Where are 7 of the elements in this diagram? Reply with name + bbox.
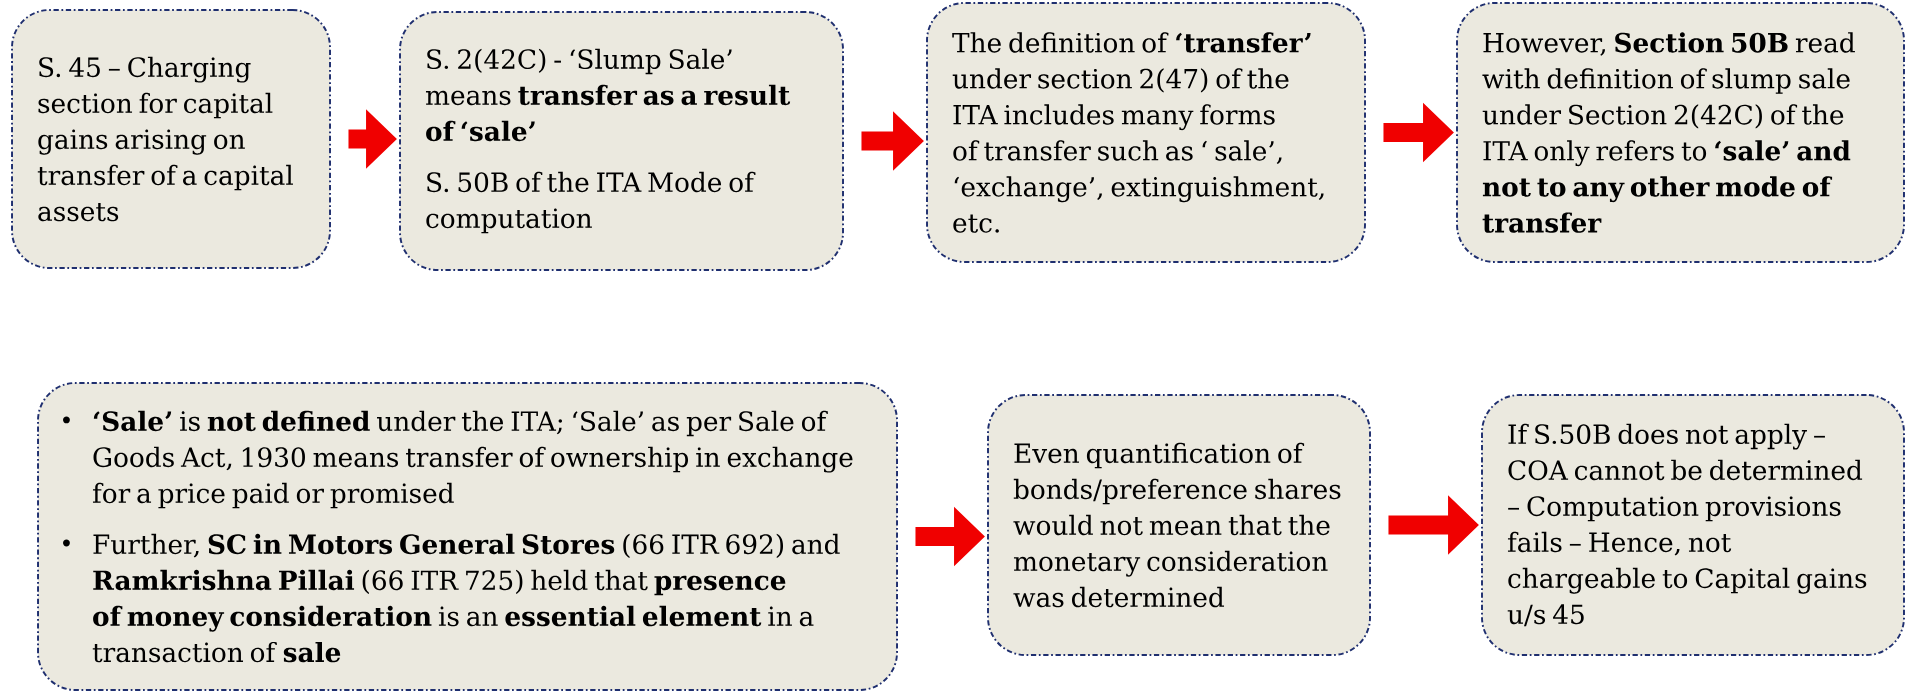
text-box: S. 45 – Charging section for capital gains arising on transfer of a capital assets	[11, 9, 331, 269]
text-box: The definition of ‘transfer’ under section 2(47) of the ITA includes many forms of transfer such as ‘ sale’, ‘exchange’, extinguishment, etc.	[926, 2, 1366, 263]
text-box: If S.50B does not apply – COA cannot be determined – Computation provisions fails – Hence, not chargeable to Capital gains u/s 45	[1481, 394, 1905, 656]
text-box: Even quantification of bonds/preference shares would not mean that the monetary consideration was determined	[987, 394, 1371, 656]
text-box: ‘Sale’ is not defined under the ITA; ‘Sale’ as per Sale of Goods Act, 1930 means transfer of ownership in exchange for a price paid or promised Further, SC in Motors General Stores (66 ITR 692) and Ramkrishna Pillai (66 ITR 725) held that presence of money consideration is an essential element in a transaction of sale	[37, 382, 898, 691]
text-box: S. 2(42C) - ‘Slump Sale’ means transfer as a result of ‘sale’ S. 50B of the ITA Mode of computation	[399, 11, 844, 271]
text-box: However, Section 50B read with definition of slump sale under Section 2(42C) of the ITA only refers to ‘sale’ and not to any other mode of transfer	[1456, 2, 1905, 263]
